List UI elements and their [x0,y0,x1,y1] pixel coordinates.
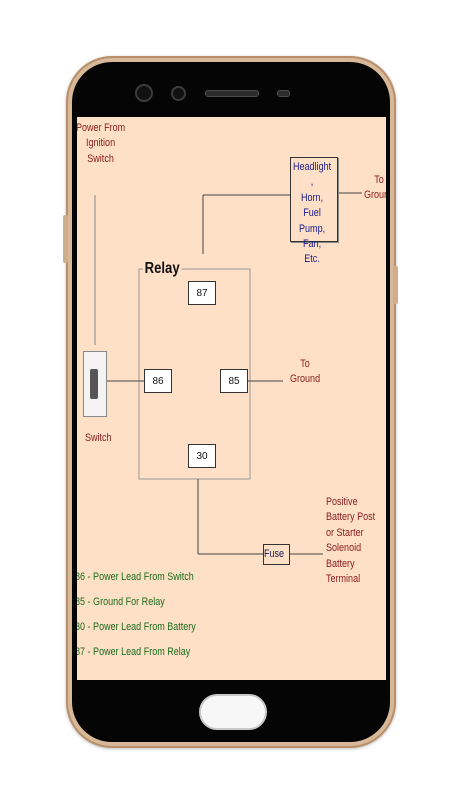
fuse-label: Fuse [264,547,285,560]
pin-87-label: 87 [196,287,208,299]
home-button[interactable] [199,694,267,730]
switch-label: Switch [85,432,112,444]
legend-item: 85 - Ground For Relay [77,596,165,608]
pin-86: 86 [144,369,172,393]
relay-title: Relay [143,260,182,278]
side-button-right [393,266,398,304]
screen: Power From Ignition Switch Switch Relay … [77,117,386,680]
pin-85: 85 [220,369,248,393]
front-sensor-icon [171,86,186,101]
power-from-ignition-label: Power From Ignition Switch [77,122,126,165]
pin-30: 30 [188,444,216,468]
legend-item: 30 - Power Lead From Battery [77,621,196,633]
proximity-sensor [277,90,290,97]
switch-toggle [90,369,98,399]
pin-30-label: 30 [196,450,208,462]
side-button-left [63,215,68,263]
to-ground-mid-label: To Ground [290,358,321,386]
pin-87: 87 [188,281,216,305]
earpiece-speaker [205,90,259,97]
relay-outline [138,268,251,480]
to-ground-top-label: To Ground [364,174,386,202]
legend-item: 87 - Power Lead From Relay [77,646,191,658]
pin-85-label: 85 [228,375,240,387]
front-camera-icon [135,84,153,102]
battery-label: Positive Battery Post or Starter Solenoi… [326,496,376,585]
legend-item: 86 - Power Lead From Switch [77,571,194,583]
pin-86-label: 86 [152,375,164,387]
wiring-lines [94,192,362,555]
load-label: Headlight , Horn, Fuel Pump, Fan, Etc. [293,161,332,266]
load-box: Headlight , Horn, Fuel Pump, Fan, Etc. [290,157,338,265]
fuse: Fuse [263,544,290,565]
